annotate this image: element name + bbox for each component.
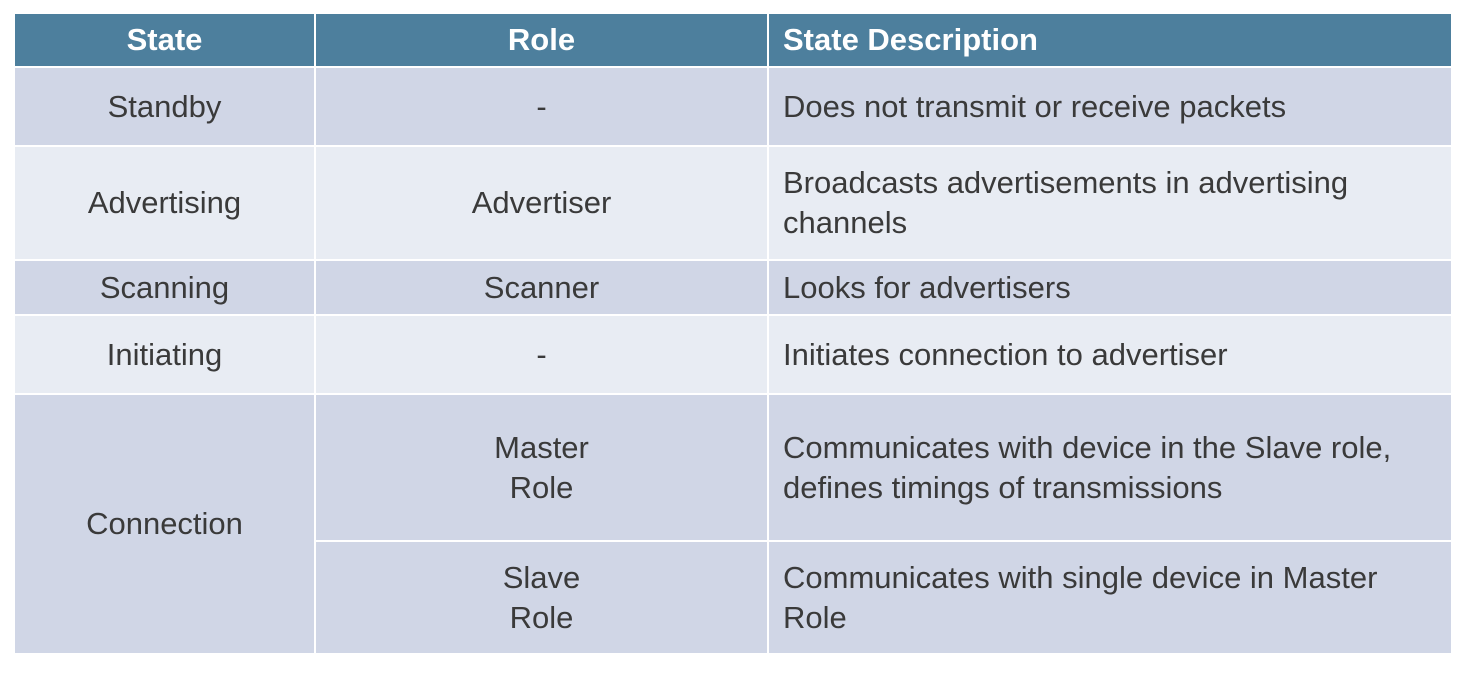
cell-state-initiating: Initiating: [13, 314, 316, 395]
cell-role-master: Master Role: [314, 393, 769, 542]
table-row-initiating: Initiating - Initiates connection to adv…: [13, 314, 1453, 395]
cell-role-initiating: -: [314, 314, 769, 395]
cell-role-advertising: Advertiser: [314, 145, 769, 261]
header-state-description: State Description: [767, 12, 1453, 68]
cell-description-initiating: Initiates connection to advertiser: [767, 314, 1453, 395]
cell-description-standby: Does not transmit or receive packets: [767, 66, 1453, 147]
cell-description-scanning: Looks for advertisers: [767, 259, 1453, 316]
table-row-advertising: Advertising Advertiser Broadcasts advert…: [13, 145, 1453, 261]
header-role: Role: [314, 12, 769, 68]
cell-state-advertising: Advertising: [13, 145, 316, 261]
cell-description-master: Communicates with device in the Slave ro…: [767, 393, 1453, 542]
header-state: State: [13, 12, 316, 68]
role-master-line2: Role: [509, 469, 574, 505]
description-master-line1: Communicates with device in the Slave ro…: [783, 429, 1392, 465]
cell-description-advertising: Broadcasts advertisements in advertising…: [767, 145, 1453, 261]
cell-role-scanning: Scanner: [314, 259, 769, 316]
ble-states-table-container: State Role State Description Standby - D…: [13, 12, 1453, 655]
table-header-row: State Role State Description: [13, 12, 1453, 68]
role-master-line1: Master: [494, 429, 589, 465]
role-slave-line2: Role: [509, 599, 574, 635]
table-row-scanning: Scanning Scanner Looks for advertisers: [13, 259, 1453, 316]
cell-state-standby: Standby: [13, 66, 316, 147]
role-slave-line1: Slave: [502, 559, 581, 595]
ble-states-table: State Role State Description Standby - D…: [13, 12, 1453, 655]
table-row-connection-master: Connection Master Role Communicates with…: [13, 393, 1453, 655]
cell-role-slave: Slave Role: [314, 540, 769, 655]
cell-role-standby: -: [314, 66, 769, 147]
cell-state-connection: Connection: [13, 393, 316, 655]
cell-state-scanning: Scanning: [13, 259, 316, 316]
description-master-line2: defines timings of transmissions: [783, 469, 1223, 505]
cell-description-slave: Communicates with single device in Maste…: [767, 540, 1453, 655]
table-row-standby: Standby - Does not transmit or receive p…: [13, 66, 1453, 147]
table-row-connection-slave: Slave Role Communicates with single devi…: [14, 540, 1453, 655]
